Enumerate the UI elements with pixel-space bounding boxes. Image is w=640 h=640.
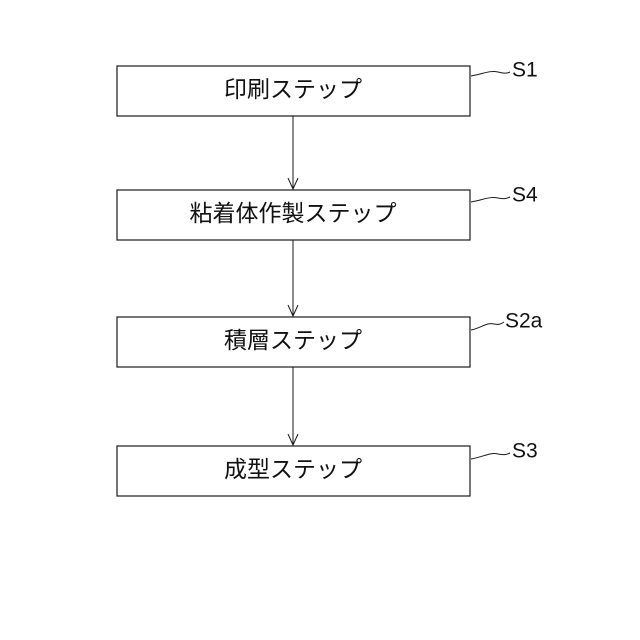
step-id-2: S4 — [512, 184, 538, 207]
step-label-3: 積層ステップ — [224, 328, 362, 354]
step-4: 成型ステップ S3 — [117, 440, 538, 497]
step-id-1: S1 — [512, 59, 538, 82]
step-id-3: S2a — [505, 310, 543, 333]
arrow-2-3 — [288, 240, 298, 316]
leader-line-1 — [471, 71, 510, 76]
step-label-1: 印刷ステップ — [224, 77, 362, 103]
step-label-4: 成型ステップ — [224, 457, 362, 483]
step-label-2: 粘着体作製ステップ — [190, 201, 397, 227]
leader-line-3 — [471, 322, 504, 330]
step-3: 積層ステップ S2a — [117, 310, 543, 368]
step-2: 粘着体作製ステップ S4 — [117, 184, 538, 241]
step-id-4: S3 — [512, 440, 538, 463]
step-1: 印刷ステップ S1 — [117, 59, 538, 117]
leader-line-4 — [471, 453, 510, 459]
arrow-3-4 — [288, 367, 298, 445]
leader-line-2 — [471, 197, 510, 202]
arrow-1-2 — [288, 116, 298, 189]
